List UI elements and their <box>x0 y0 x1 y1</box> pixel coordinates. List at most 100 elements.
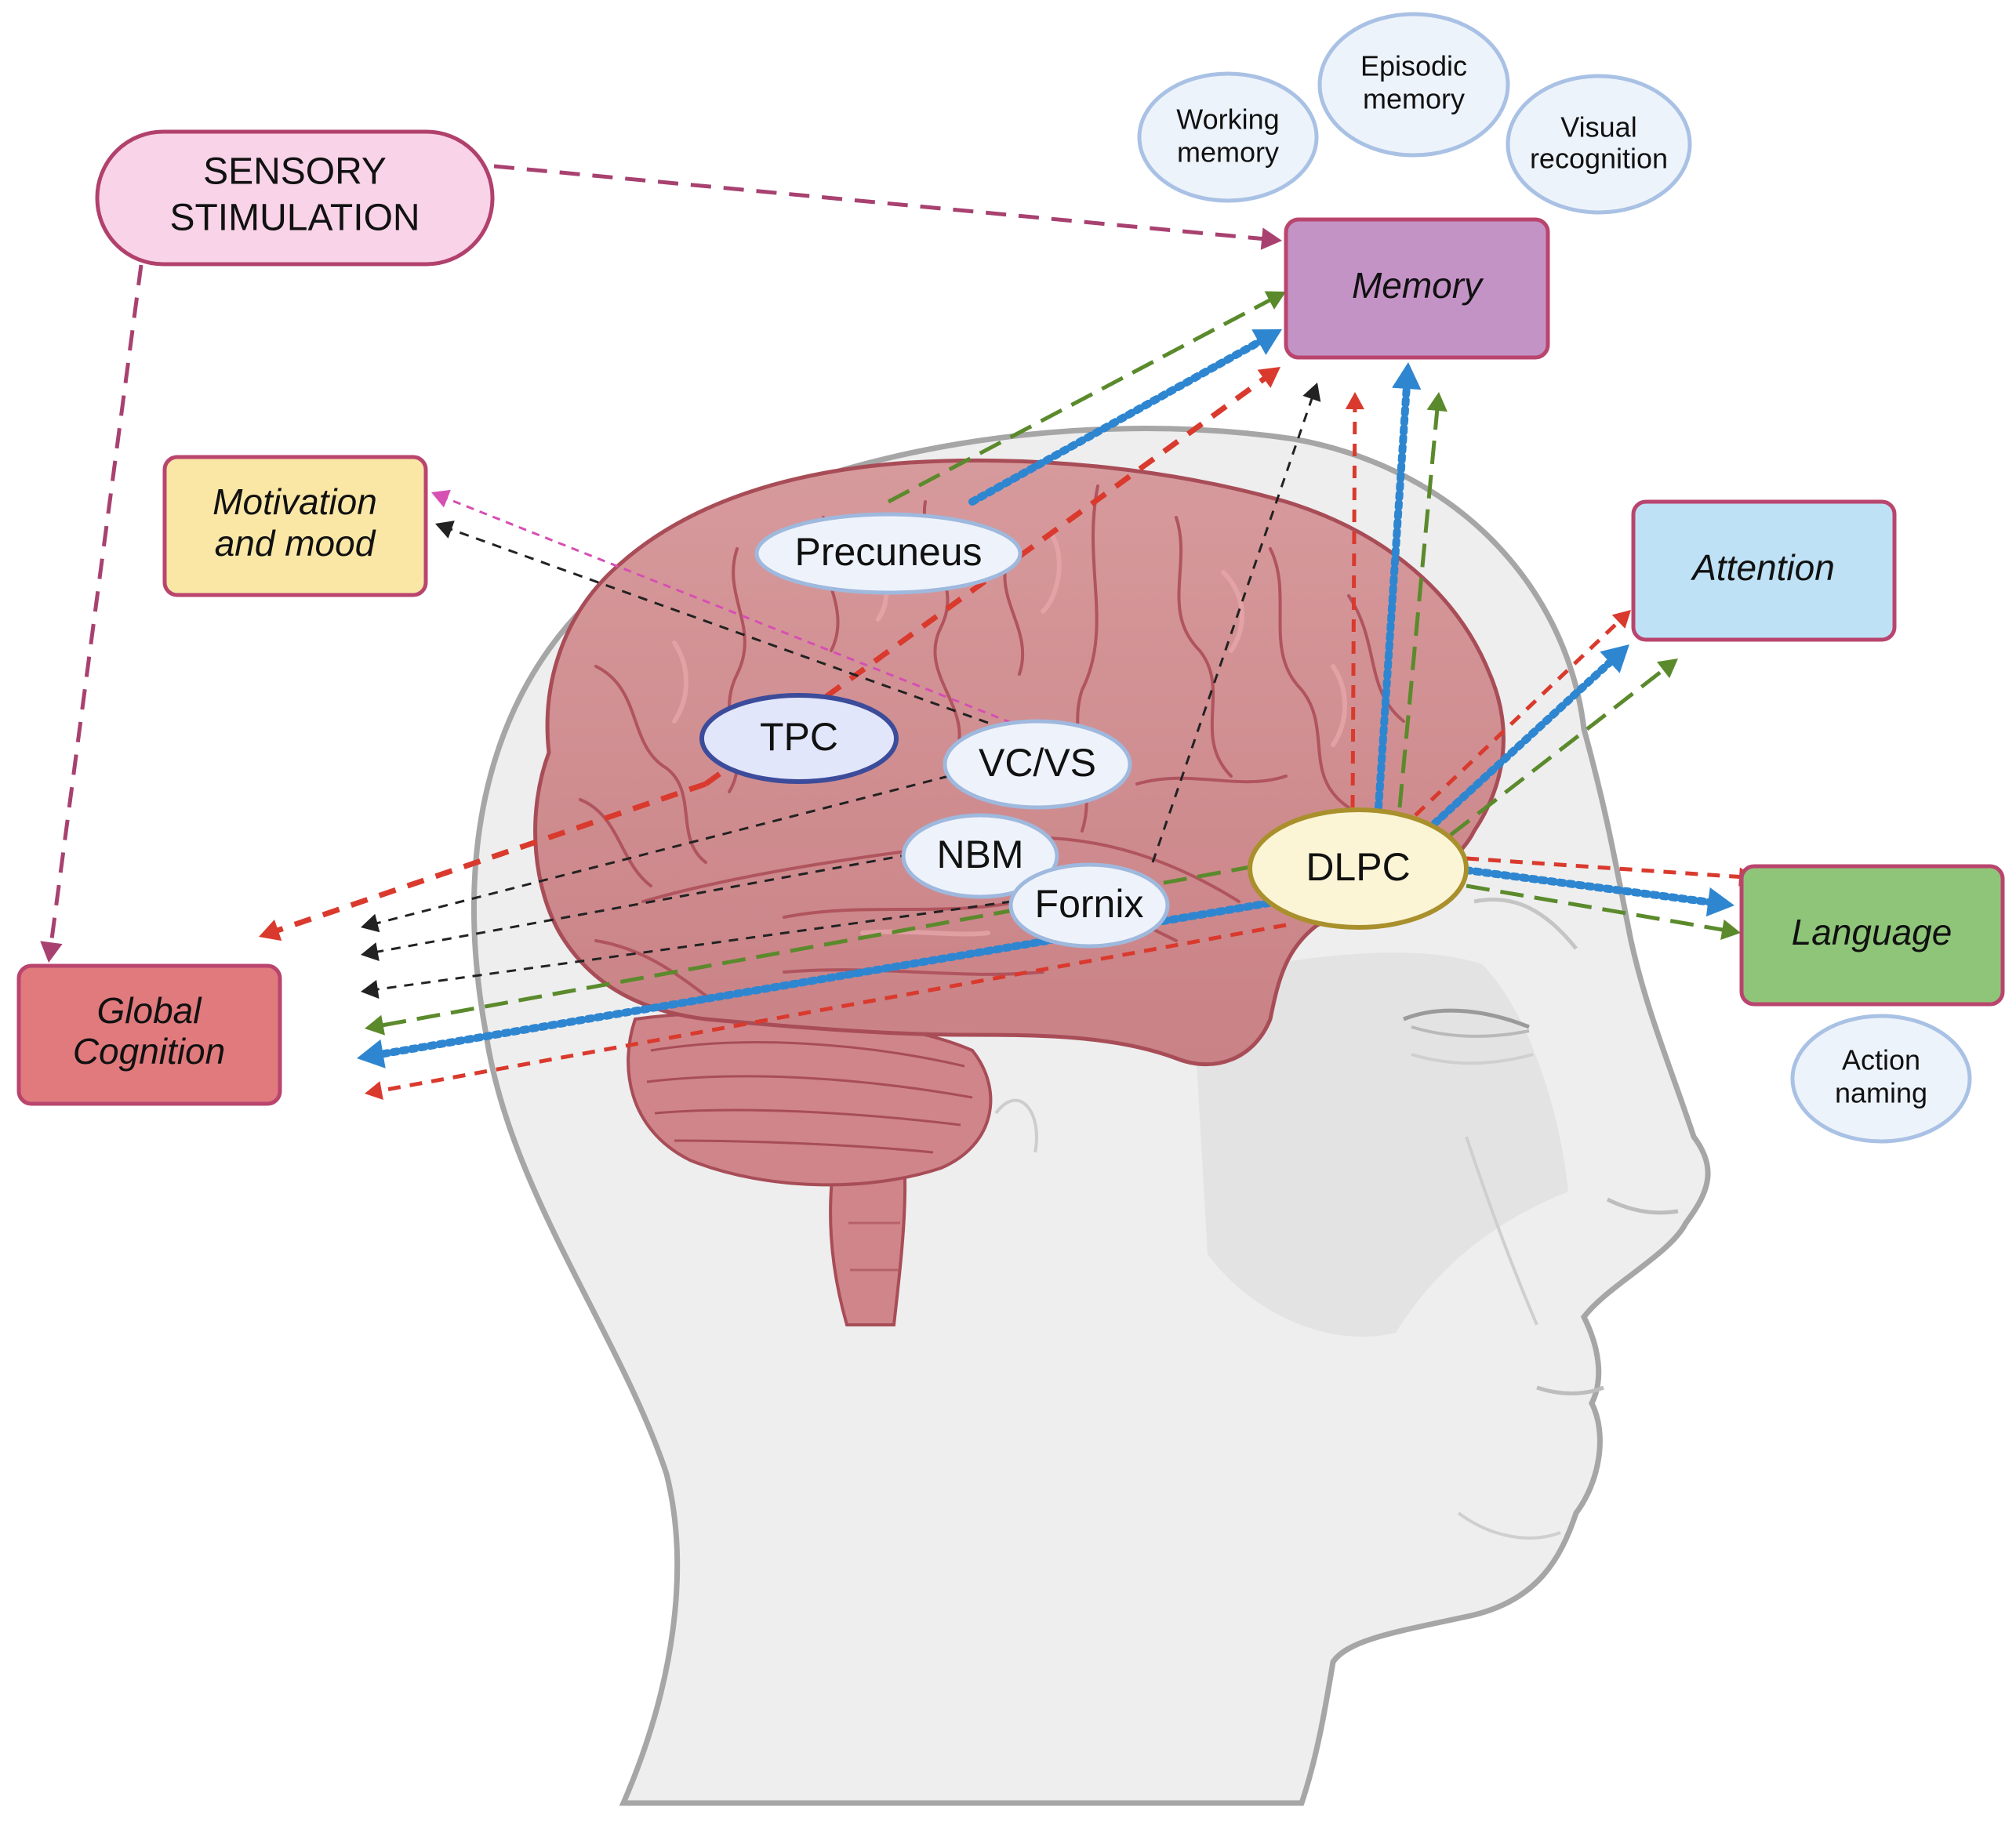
episodic-memory-line1: Episodic <box>1360 50 1467 82</box>
precuneus-label: Precuneus <box>794 530 982 574</box>
arrow-stimulation-to-global-head <box>40 941 63 963</box>
cheek-line <box>1465 1136 1538 1326</box>
arrow-dlpc-to-language-blue-line <box>1462 866 1715 907</box>
eye-lash <box>1411 1025 1530 1038</box>
arrow-nbm-to-global-black-line <box>376 853 910 953</box>
arrow-precuneus-memory-blue <box>968 329 1282 506</box>
nostril <box>1606 1197 1679 1215</box>
arrow-dlpc-to-attention-red-line <box>1414 619 1622 817</box>
arrow-precuneus-memory-green <box>887 291 1286 504</box>
arrow-stimulation-to-memory <box>493 164 1282 250</box>
language-label: Language <box>1792 912 1952 952</box>
visual-recognition-line1: Visual <box>1560 111 1636 143</box>
arrow-stimulation-to-memory-line <box>493 164 1264 241</box>
arrow-vcvs-to-global-black-line <box>375 775 950 925</box>
motivation-box: Motivation and mood <box>162 455 428 597</box>
arrow-dlpc-to-language-green <box>1466 883 1741 940</box>
eye-bag <box>1411 1053 1534 1065</box>
arrow-tpc-to-memory-red-line <box>703 375 1268 786</box>
working-memory-line2: memory <box>1177 136 1279 169</box>
bubble-visual-recognition: Visual recognition <box>1506 74 1692 215</box>
motivation-label-line1: Motivation <box>212 481 377 522</box>
arrow-dlpc-to-memory-green-line <box>1397 408 1440 808</box>
arrow-dlpc-to-global-red <box>365 923 1287 1100</box>
dlpc-label: DLPC <box>1306 845 1410 889</box>
region-vcvs: VC/VS <box>943 719 1132 810</box>
arrow-stimulation-to-memory-head <box>1260 227 1282 250</box>
connection-arrows <box>40 164 1756 1100</box>
arrow-fornix-to-global-black-line <box>376 900 1012 991</box>
arrow-dlpc-to-memory-blue-head <box>1392 362 1422 390</box>
vcvs-label: VC/VS <box>979 741 1096 785</box>
arrow-dlpc-to-memory-red <box>1345 392 1364 808</box>
episodic-memory-line2: memory <box>1363 83 1465 115</box>
arrow-dlpc-to-language-green-line <box>1466 883 1725 932</box>
ear-hint <box>994 1098 1038 1153</box>
arrow-precuneus-memory-green-line <box>887 297 1273 504</box>
arrow-vcvs-to-motivation-black-line <box>449 528 989 724</box>
region-fornix: Fornix <box>1008 862 1170 949</box>
arrow-dlpc-to-memory-green-head <box>1426 392 1448 412</box>
bubble-working-memory: Working memory <box>1137 71 1319 203</box>
stimulation-line1: SENSORY <box>203 151 387 193</box>
action-naming-line2: naming <box>1835 1077 1927 1109</box>
working-memory-line1: Working <box>1176 103 1279 136</box>
motivation-label-line2: and mood <box>215 523 376 564</box>
arrow-dlpc-to-language-green-head <box>1720 919 1741 940</box>
region-precuneus: Precuneus <box>754 512 1023 595</box>
cerebellum-folia <box>646 1041 973 1154</box>
arrow-fornix-to-global-black-head <box>361 979 380 999</box>
arrow-tpc-to-global-red <box>259 781 707 942</box>
arrow-nbm-to-global-black-head <box>361 942 380 961</box>
arrow-dlpc-to-attention-red <box>1414 610 1631 817</box>
memory-box: Memory <box>1284 217 1550 360</box>
arrow-tpc-to-memory-red-head <box>1257 367 1280 388</box>
arrow-dlpc-to-attention-green-head <box>1656 659 1678 679</box>
global-cognition-box: Global Cognition <box>16 963 282 1106</box>
tpc-label: TPC <box>760 715 838 759</box>
arrow-fornix-to-global-black <box>361 900 1012 999</box>
arrow-dlpc-to-memory-blue <box>1375 362 1422 811</box>
arrow-dlpc-to-global-green-head <box>365 1014 385 1036</box>
arrow-fornix-to-memory-black-line <box>1151 397 1313 863</box>
gyri-frontal <box>1135 516 1405 809</box>
head-inner-shade <box>1192 952 1568 1337</box>
gyri-occipital <box>579 665 707 997</box>
arrow-vcvs-to-motivation-magenta <box>431 489 1012 724</box>
arrow-dlpc-to-global-blue-head <box>357 1039 386 1069</box>
arrow-dlpc-to-memory-blue-line <box>1375 382 1411 811</box>
arrow-tpc-to-global-red-head <box>259 920 282 942</box>
arrow-dlpc-to-attention-green <box>1449 659 1678 836</box>
global-label-line1: Global <box>97 990 203 1031</box>
arrow-vcvs-to-motivation-magenta-line <box>445 496 1012 724</box>
arrow-dlpc-to-memory-red-line <box>1350 407 1357 808</box>
action-naming-line1: Action <box>1842 1044 1920 1076</box>
arrow-dlpc-to-global-red-head <box>365 1081 383 1100</box>
arrow-dlpc-to-memory-red-head <box>1345 392 1364 410</box>
arrow-vcvs-to-global-black <box>361 775 950 933</box>
arrow-dlpc-to-attention-blue <box>1431 644 1629 827</box>
arrow-dlpc-to-attention-blue-head <box>1600 644 1629 673</box>
arrow-stimulation-to-global-line <box>49 264 143 945</box>
arrow-dlpc-to-language-blue-head <box>1705 887 1734 917</box>
visual-recognition-line2: recognition <box>1530 143 1668 175</box>
arrow-precuneus-memory-green-head <box>1264 291 1286 310</box>
region-tpc: TPC <box>699 693 899 784</box>
arrow-vcvs-to-motivation-magenta-head <box>431 489 451 508</box>
bubble-episodic-memory: Episodic memory <box>1317 12 1510 158</box>
fornix-label: Fornix <box>1035 882 1144 926</box>
stimulation-line2: STIMULATION <box>169 198 420 239</box>
chin-line <box>1457 1511 1561 1540</box>
arrow-tpc-to-global-red-line <box>275 781 707 934</box>
attention-box: Attention <box>1631 499 1897 642</box>
region-dlpc: DLPC <box>1248 807 1469 930</box>
arrow-vcvs-to-motivation-black-head <box>435 521 455 539</box>
arrow-precuneus-memory-blue-head <box>1251 329 1282 355</box>
arrow-tpc-to-memory-red <box>703 367 1280 786</box>
brow-line <box>1473 898 1578 950</box>
arrow-dlpc-to-attention-blue-line <box>1431 656 1616 827</box>
arrow-fornix-to-memory-black <box>1151 383 1321 863</box>
arrow-nbm-to-global-black <box>361 853 910 961</box>
mouth-line <box>1536 1385 1604 1395</box>
